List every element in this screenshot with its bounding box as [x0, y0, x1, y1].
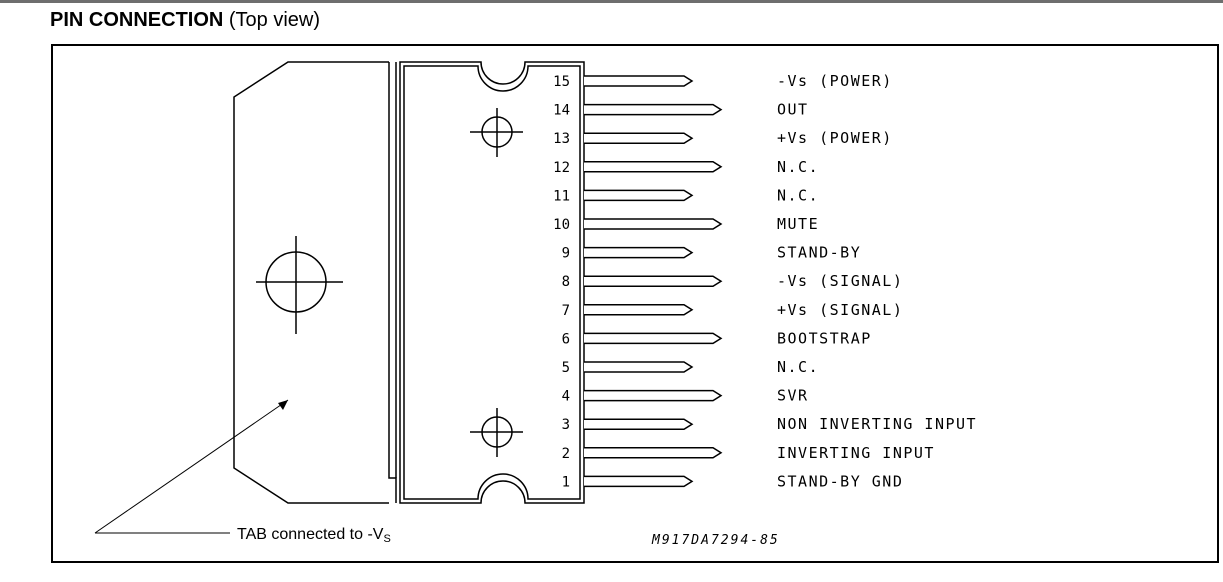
pin-5: 5 N.C.	[562, 358, 819, 376]
pin-number: 2	[562, 446, 570, 462]
pin-number: 4	[562, 389, 570, 405]
pin-number: 11	[553, 188, 570, 204]
pin-9: 9 STAND-BY	[562, 244, 861, 262]
pin-11: 11 N.C.	[553, 186, 819, 204]
pin-number: 1	[562, 474, 570, 490]
pin-1: 1 STAND-BY GND	[562, 472, 903, 490]
heatsink-tab	[233, 61, 397, 504]
tab-note-subscript: S	[383, 533, 390, 545]
pin-13: 13 +Vs (POWER)	[553, 129, 893, 147]
tab-pointer	[94, 399, 289, 534]
pin-lead	[584, 389, 723, 402]
pin-6: 6 BOOTSTRAP	[562, 329, 872, 347]
pin-number: 8	[562, 274, 570, 290]
pin-14: 14 OUT	[553, 101, 809, 119]
pin-4: 4 SVR	[562, 387, 809, 405]
drawing-code: M917DA7294-85	[651, 533, 780, 548]
pin-label: OUT	[777, 101, 809, 119]
pin-8: 8 -Vs (SIGNAL)	[562, 272, 903, 290]
diagram-frame	[51, 44, 1219, 563]
pin-lead	[584, 418, 694, 430]
tab-note: TAB connected to -VS	[237, 526, 391, 545]
top-rule	[0, 0, 1223, 3]
tab-pointer-arrowhead	[278, 400, 288, 410]
pin-number: 13	[553, 131, 570, 147]
pin-15: 15 -Vs (POWER)	[553, 72, 893, 90]
pin-label: NON INVERTING INPUT	[777, 415, 977, 433]
pin-number: 12	[553, 160, 570, 176]
pin-lead	[584, 161, 723, 173]
pin-number: 10	[553, 217, 570, 233]
pin-lead	[584, 275, 723, 287]
pin-number: 6	[562, 331, 570, 347]
pin-label: -Vs (POWER)	[777, 72, 893, 90]
mounting-hole-lower	[470, 408, 523, 457]
pin-lead	[584, 132, 694, 144]
pin-lead	[584, 189, 694, 202]
pin-lead	[584, 304, 694, 316]
pin-label: +Vs (POWER)	[777, 129, 893, 147]
pin-number: 15	[553, 74, 570, 90]
pin-label: INVERTING INPUT	[777, 444, 935, 462]
pin-3: 3 NON INVERTING INPUT	[562, 415, 977, 433]
pin-label: -Vs (SIGNAL)	[777, 272, 903, 290]
pin-number: 9	[562, 246, 570, 262]
diagram-heading: PIN CONNECTION (Top view)	[50, 9, 320, 32]
pin-lead	[584, 361, 694, 373]
pin-label: +Vs (SIGNAL)	[777, 301, 903, 319]
pin-lead	[584, 332, 723, 345]
heading-subtitle: (Top view)	[223, 9, 321, 31]
pin-lead	[584, 75, 694, 87]
pin-lead	[584, 103, 723, 116]
pin-label: N.C.	[777, 186, 819, 204]
pin-label: STAND-BY GND	[777, 472, 903, 490]
heading-title: PIN CONNECTION	[50, 9, 224, 31]
pin-label: N.C.	[777, 358, 819, 376]
pin-number: 14	[553, 103, 570, 119]
tab-note-text: TAB connected to -V	[237, 526, 384, 543]
pin-lead	[584, 475, 694, 488]
mounting-hole-upper	[470, 108, 523, 157]
pin-label: MUTE	[777, 215, 819, 233]
pin-number: 5	[562, 360, 570, 376]
pin-label: BOOTSTRAP	[777, 329, 872, 347]
package-body	[399, 61, 585, 504]
pin-label: N.C.	[777, 158, 819, 176]
pin-12: 12 N.C.	[553, 158, 819, 176]
pin-label: STAND-BY	[777, 244, 861, 262]
pin-number: 7	[562, 303, 570, 319]
pin-2: 2 INVERTING INPUT	[562, 444, 935, 462]
mounting-hole-large	[256, 236, 343, 334]
pin-10: 10 MUTE	[553, 215, 819, 233]
pin-7: 7 +Vs (SIGNAL)	[562, 301, 903, 319]
pin-lead	[584, 447, 723, 459]
pin-number: 3	[562, 417, 570, 433]
pin-lead	[584, 218, 723, 230]
pin-lead	[584, 246, 694, 259]
pin-label: SVR	[777, 387, 809, 405]
